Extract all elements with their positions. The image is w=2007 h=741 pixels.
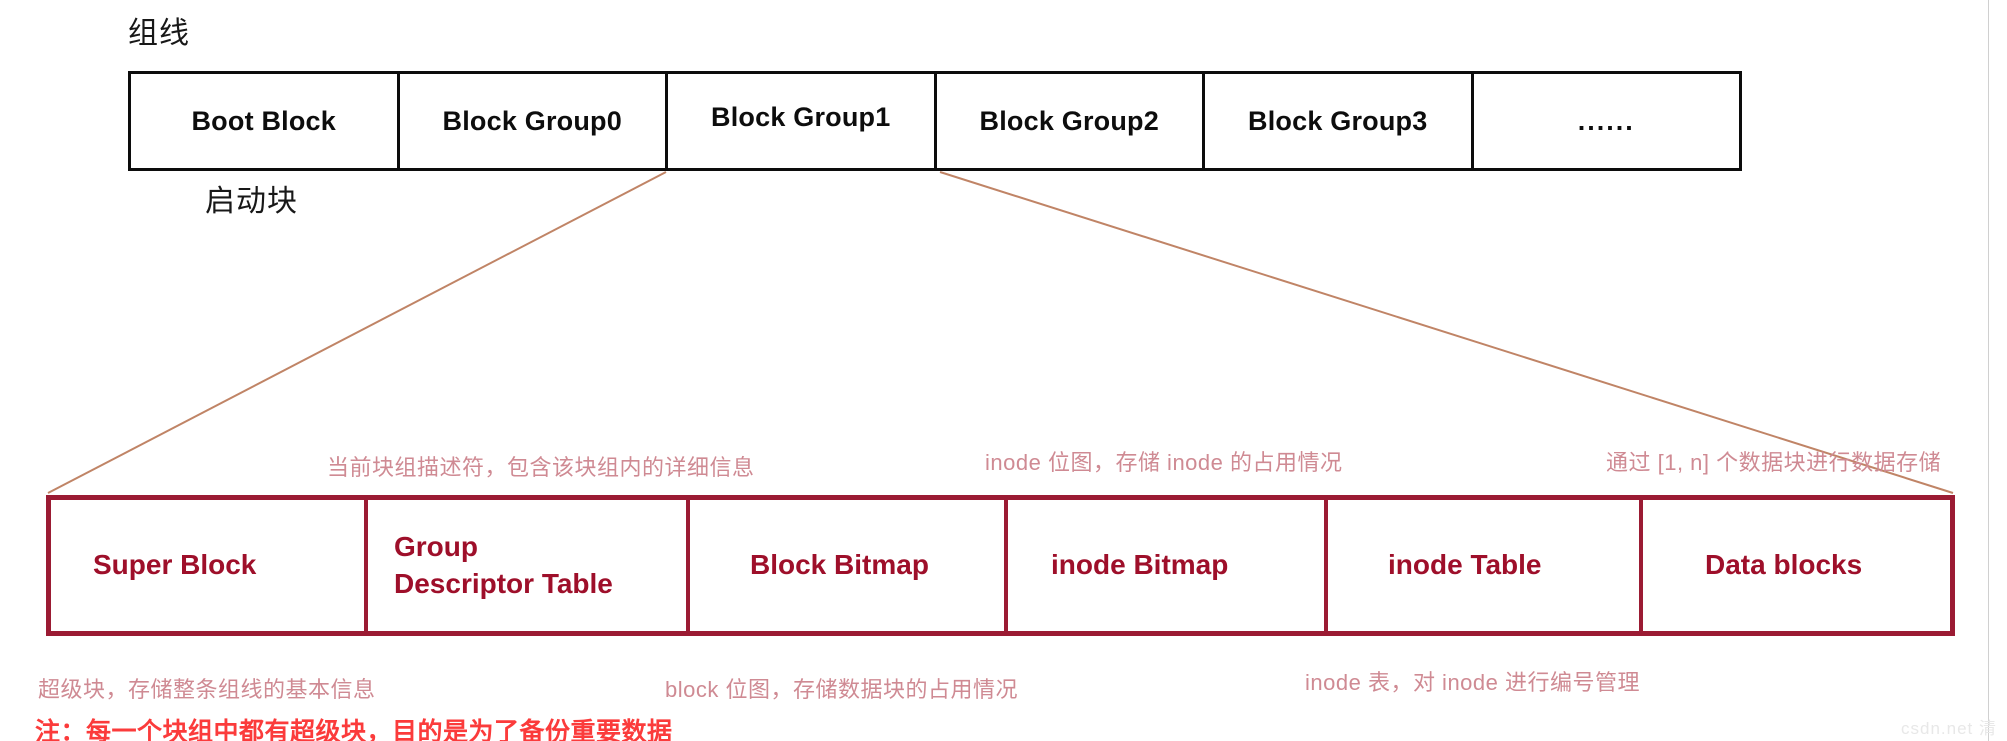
top-cell-label: Block Group1 xyxy=(711,101,891,132)
detail-cell-label-line2: Descriptor Table xyxy=(394,567,613,599)
annotation-inode-table: inode 表，对 inode 进行编号管理 xyxy=(1305,670,1640,695)
detail-cell-block-bitmap[interactable]: Block Bitmap xyxy=(690,500,1008,631)
top-cell-label: ...... xyxy=(1577,105,1635,136)
detail-cell-inode-bitmap[interactable]: inode Bitmap xyxy=(1008,500,1328,631)
top-cell-block-group1[interactable]: Block Group1 xyxy=(668,74,937,168)
annotation-super-block: 超级块，存储整条组线的基本信息 xyxy=(38,677,376,702)
top-cell-label: Boot Block xyxy=(191,105,336,136)
top-cell-block-group2[interactable]: Block Group2 xyxy=(937,74,1205,168)
annotation-inode-bitmap: inode 位图，存储 inode 的占用情况 xyxy=(985,450,1343,475)
top-cell-label: Block Group2 xyxy=(979,105,1159,136)
block-group-row: Boot Block Block Group0 Block Group1 Blo… xyxy=(128,71,1742,171)
annotation-block-bitmap: block 位图，存储数据块的占用情况 xyxy=(665,677,1018,702)
detail-cell-label: Block Bitmap xyxy=(750,549,929,581)
top-cell-label: Block Group3 xyxy=(1248,105,1428,136)
detail-cell-super-block[interactable]: Super Block xyxy=(51,500,368,631)
top-cell-ellipsis[interactable]: ...... xyxy=(1474,74,1740,168)
detail-cell-group-descriptor-table[interactable]: Group Descriptor Table xyxy=(368,500,690,631)
detail-cell-data-blocks[interactable]: Data blocks xyxy=(1643,500,1950,631)
annotation-group-descriptor-table: 当前块组描述符，包含该块组内的详细信息 xyxy=(327,455,755,480)
detail-cell-inode-table[interactable]: inode Table xyxy=(1328,500,1643,631)
watermark-text: csdn.net 清 xyxy=(1901,719,1997,738)
top-cell-label: Block Group0 xyxy=(442,105,622,136)
block-group-detail-row: Super Block Group Descriptor Table Block… xyxy=(46,495,1955,636)
annotation-data-blocks: 通过 [1, n] 个数据块进行数据存储 xyxy=(1606,450,1942,475)
note-text: 注：每一个块组中都有超级块，目的是为了备份重要数据 xyxy=(35,718,673,741)
top-cell-block-group0[interactable]: Block Group0 xyxy=(400,74,668,168)
boot-block-caption: 启动块 xyxy=(205,185,298,218)
detail-cell-label: Data blocks xyxy=(1705,549,1863,581)
detail-cell-label: Group xyxy=(394,530,478,562)
vertical-scrollbar[interactable] xyxy=(1988,0,2007,741)
detail-cell-label: inode Table xyxy=(1388,549,1542,581)
top-cell-block-group3[interactable]: Block Group3 xyxy=(1205,74,1474,168)
detail-cell-label: Super Block xyxy=(93,549,257,581)
group-line-label: 组线 xyxy=(128,17,190,50)
top-cell-boot-block[interactable]: Boot Block xyxy=(131,74,400,168)
detail-cell-label: inode Bitmap xyxy=(1051,549,1229,581)
